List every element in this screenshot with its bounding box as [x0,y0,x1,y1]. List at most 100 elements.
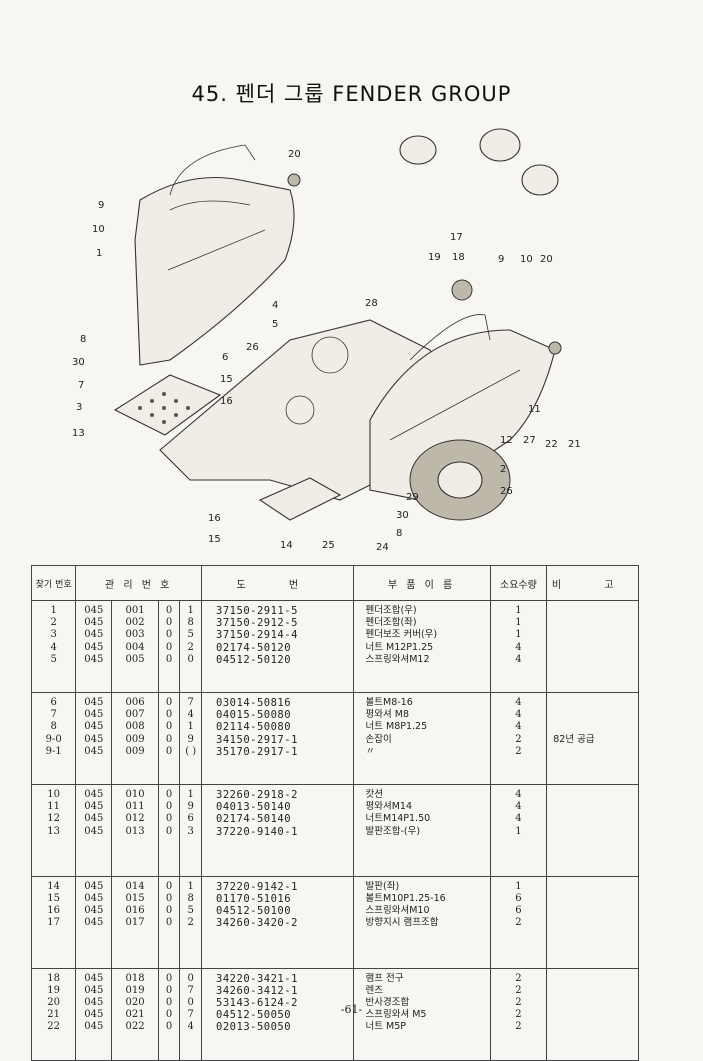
svg-text:13: 13 [72,428,85,439]
cell-a: 045 [75,893,113,906]
svg-text:17: 17 [450,232,463,243]
cell-c: 0 [158,917,181,930]
cell-no: 17 [30,917,77,930]
cell-qty: 2 [489,745,548,759]
svg-text:4: 4 [272,300,278,311]
cell-qty: 6 [489,905,548,918]
left-step [113,374,222,436]
cell-d: 2 [179,641,203,654]
grab-handle-right [409,314,491,361]
cell-b: 014 [111,876,159,894]
svg-text:12: 12 [500,435,513,446]
cell-no: 21 [30,1009,77,1022]
cell-pn: 04013-50140 [201,801,354,814]
col-header-qty: 소요수량 [489,565,548,601]
svg-text:5: 5 [272,319,278,330]
svg-text:28: 28 [365,298,378,309]
cell-a: 045 [75,984,113,998]
cell-a: 045 [75,617,113,630]
cell-no: 22 [30,1021,77,1034]
svg-text:15: 15 [220,374,233,385]
cell-pn: 37150-2911-5 [201,600,354,618]
cell-qty: 4 [489,709,548,722]
cell-rem [546,801,639,814]
right-step [258,477,342,521]
cell-pn: 53143-6124-2 [201,997,354,1010]
cell-rem [546,997,639,1010]
col-header-part-name: 부 품 이 름 [352,565,491,601]
cell-rem [546,893,639,906]
cell-a: 045 [75,745,113,759]
svg-text:1: 1 [96,248,102,259]
cell-qty: 4 [489,641,548,654]
cell-rem [546,709,639,722]
cell-c: 0 [158,801,181,814]
cell-pn: 03014-50816 [201,692,354,710]
cell-qty: 1 [489,600,548,618]
cell-d: 7 [179,692,203,710]
cell-a: 045 [75,733,113,746]
cell-b: 007 [111,709,159,722]
cell-no: 8 [30,721,77,734]
cell-qty: 6 [489,893,548,906]
group-spacer [30,837,639,877]
cell-a: 045 [75,1021,113,1034]
cell-a: 045 [75,784,113,802]
group-spacer [30,758,639,786]
cell-c: 0 [158,876,181,894]
svg-text:21: 21 [568,439,581,450]
cell-name: 볼트M8-16 [352,692,491,710]
cell-pn: 01170-51016 [201,893,354,906]
cell-b: 006 [111,692,159,710]
cell-qty: 4 [489,692,548,710]
cell-name: 발판조합-(우) [352,825,491,838]
cell-b: 009 [111,745,159,759]
cell-name: 펜더조합(우) [352,600,491,618]
cell-name: 평와셔 M8 [352,709,491,722]
cell-rem [546,825,639,838]
cell-no: 5 [30,653,77,667]
cell-d: 0 [179,968,203,985]
turn-signal-lamp [399,128,559,301]
cell-no: 15 [30,893,77,906]
svg-text:19: 19 [428,252,441,263]
svg-text:15: 15 [208,534,221,545]
svg-text:26: 26 [500,486,513,497]
cell-d: 5 [179,905,203,918]
cell-rem [546,629,639,642]
cell-qty: 2 [489,733,548,746]
grab-handle-left [169,144,256,196]
cell-pn: 35170-2917-1 [201,745,354,759]
cell-c: 0 [158,629,181,642]
cell-name: 너트 M5P [352,1021,491,1034]
cell-c: 0 [158,893,181,906]
cell-name: 방향지시 램프조합 [352,917,491,930]
cell-d: 4 [179,709,203,722]
cell-rem [546,745,639,759]
group-spacer [30,1033,639,1061]
cell-c: 0 [158,617,181,630]
cell-pn: 02174-50120 [201,641,354,654]
svg-text:20: 20 [288,149,301,160]
cell-c: 0 [158,600,181,618]
cell-pn: 02174-50140 [201,813,354,826]
svg-text:3: 3 [76,402,82,413]
svg-text:14: 14 [280,540,293,551]
cell-no: 10 [30,784,77,802]
cell-b: 021 [111,1009,159,1022]
cell-a: 045 [75,905,113,918]
svg-text:8: 8 [80,334,86,345]
group-spacer [30,666,639,694]
cell-d: ( ) [179,745,203,759]
cell-name: 램프 전구 [352,968,491,985]
